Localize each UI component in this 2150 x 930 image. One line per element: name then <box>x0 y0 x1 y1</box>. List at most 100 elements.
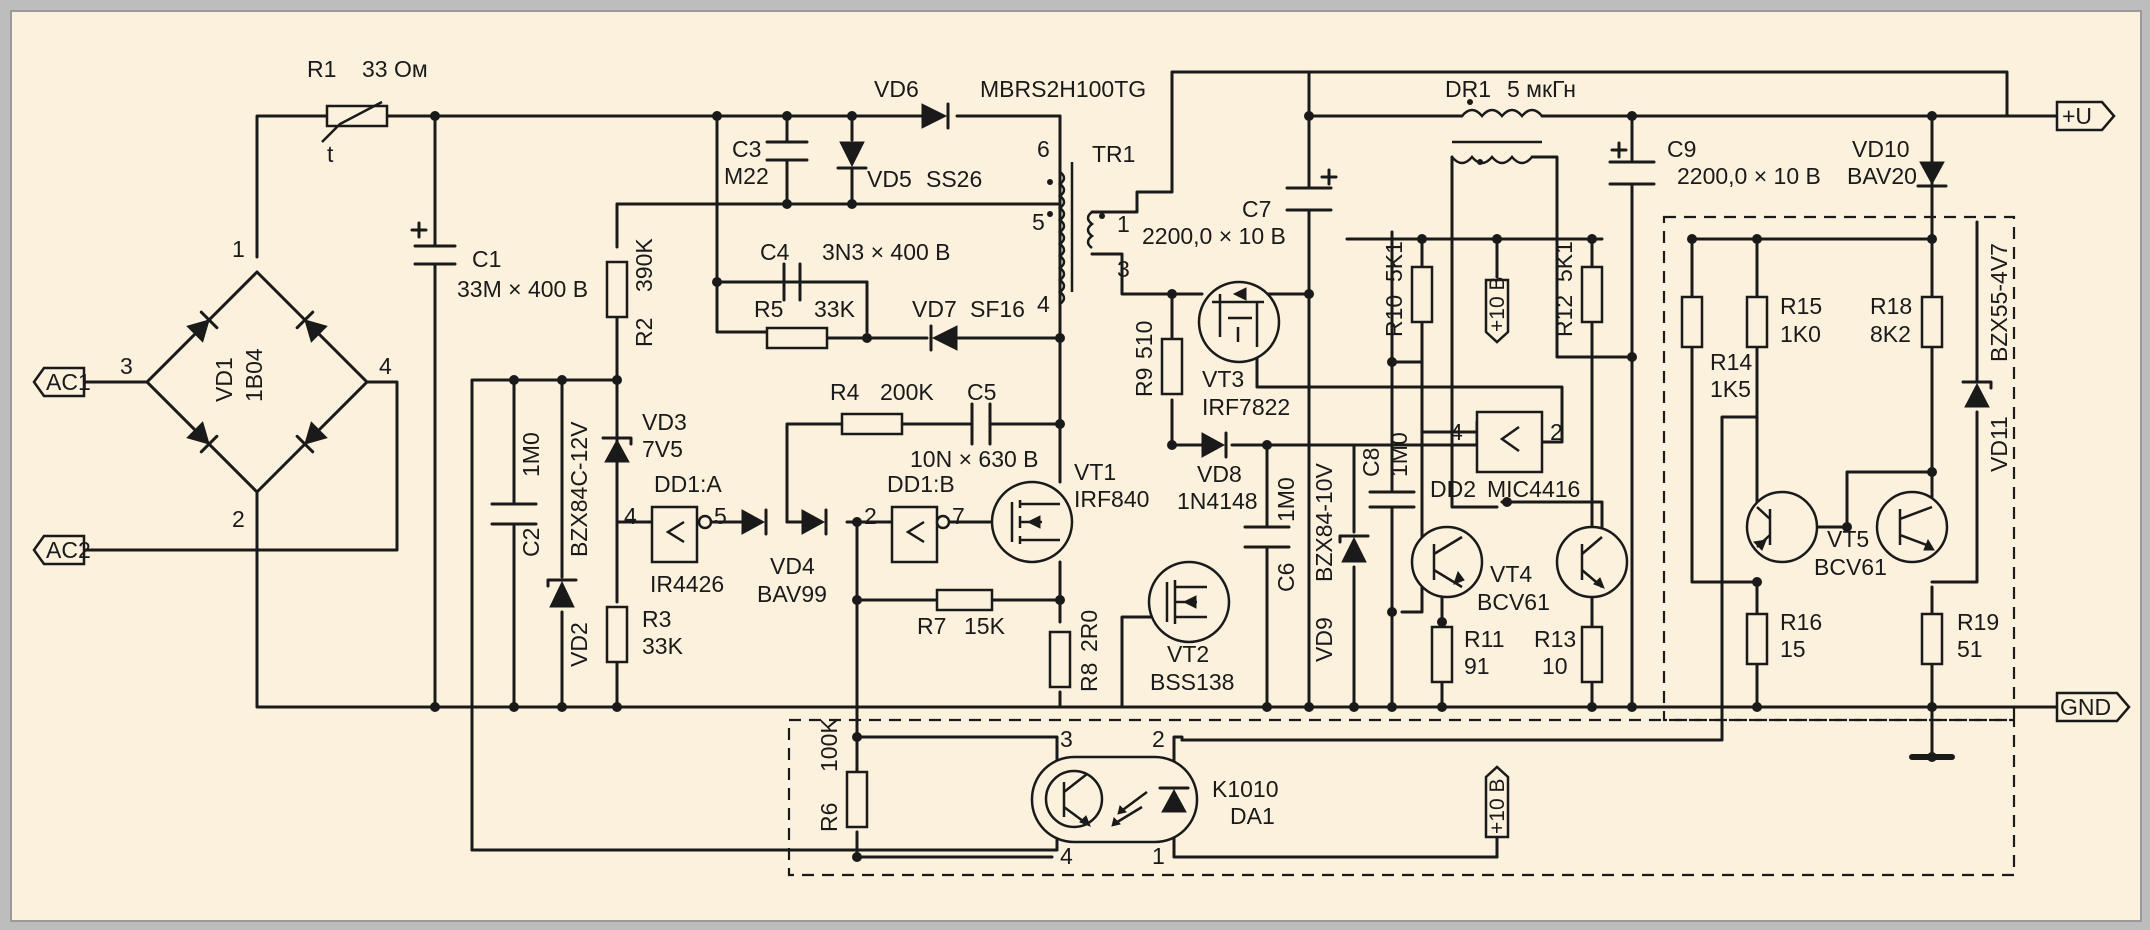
r8-value: 2R0 <box>1076 610 1102 652</box>
r1-thermistor: t R1 33 Ом <box>307 56 428 167</box>
vd1-pin3: 3 <box>120 353 133 379</box>
dr1-ref: DR1 <box>1445 76 1491 102</box>
r15-ref: R15 <box>1780 293 1822 319</box>
c4-ref: C4 <box>760 239 790 265</box>
r4-resistor: R4 200K <box>830 379 934 436</box>
tr1-pin6: 6 <box>1037 136 1050 162</box>
vd5-ref: VD5 <box>867 166 912 192</box>
vt3-value: IRF7822 <box>1202 394 1290 420</box>
c2-value: 1M0 <box>518 432 544 477</box>
dd2-ref: DD2 <box>1430 476 1476 502</box>
c5-value: 10N × 630 B <box>910 446 1039 472</box>
vd2-value: BZX84C-12V <box>566 421 592 557</box>
vd1-ref: VD1 <box>211 357 237 402</box>
r13-ref: R13 <box>1534 626 1576 652</box>
vt1-ref: VT1 <box>1074 459 1116 485</box>
c5-ref: C5 <box>967 379 996 405</box>
c3-value: M22 <box>724 163 769 189</box>
vd1-pin4: 4 <box>379 353 392 379</box>
vd7-value: SF16 <box>970 296 1025 322</box>
tr1-pin3: 3 <box>1117 256 1130 282</box>
plus-u-terminal[interactable]: +U <box>2055 100 2116 132</box>
r2-resistor: 390K R2 <box>605 238 657 347</box>
vd8-ref: VD8 <box>1197 461 1242 487</box>
plus10-bottom-label: +10 B <box>1486 779 1509 834</box>
r7-ref: R7 <box>917 613 946 639</box>
c1-capacitor: C1 33M × 400 B <box>410 221 588 302</box>
tr1-transformer: TR1 6 5 4 1 3 <box>1032 136 1135 317</box>
c1-value: 33M × 400 B <box>457 276 588 302</box>
r12-value: 5K1 <box>1551 241 1577 282</box>
r10-value: 5K1 <box>1381 241 1407 282</box>
vt3-ref: VT3 <box>1202 366 1244 392</box>
dd2-pin4: 4 <box>1450 419 1463 445</box>
dd1b-ref: DD1:B <box>887 471 955 497</box>
plus10-top-tag: +10 B <box>1484 277 1510 344</box>
ac2-terminal[interactable]: AC2 <box>32 534 91 566</box>
tr1-pin1: 1 <box>1117 211 1130 237</box>
dd1a-pin-in: 4 <box>624 503 637 529</box>
dd1b-driver: DD1:B 2 7 <box>864 471 965 564</box>
vd8-diode: VD8 1N4148 <box>1177 431 1258 514</box>
dr1-inductor: DR1 5 мкГн <box>1445 76 1576 165</box>
r12-ref: R12 <box>1551 295 1577 337</box>
vd1-value: 1B04 <box>241 348 267 402</box>
vt4-value: BCV61 <box>1477 589 1550 615</box>
c9-ref: C9 <box>1667 136 1696 162</box>
c6-value: 1M0 <box>1273 477 1299 522</box>
vt1-mosfet: VT1 IRF840 <box>990 459 1149 564</box>
ac1-terminal[interactable]: AC1 <box>32 366 91 398</box>
dd1b-pin-in: 2 <box>864 503 877 529</box>
vt5-value: BCV61 <box>1814 554 1887 580</box>
schematic-frame: t R1 33 Ом C1 33M × 400 B 1 2 3 4 VD1 1B… <box>10 10 2142 922</box>
r19-ref: R19 <box>1957 609 1999 635</box>
r13-resistor: R13 10 <box>1534 625 1604 684</box>
da1-value: K1010 <box>1212 776 1279 802</box>
r6-value: 100K <box>816 718 842 772</box>
r9-ref: R9 <box>1131 368 1157 397</box>
vd11-value: BZX55-4V7 <box>1986 243 2012 362</box>
r3-value: 33K <box>642 633 684 659</box>
c4-capacitor: C4 3N3 × 400 B <box>720 239 951 302</box>
r1-t-mark: t <box>327 141 334 167</box>
c3-capacitor: C3 M22 <box>724 136 809 189</box>
vt2-value: BSS138 <box>1150 669 1234 695</box>
vt1-value: IRF840 <box>1074 486 1149 512</box>
r2-value: 390K <box>631 238 657 292</box>
dd1b-pin-out: 7 <box>952 503 965 529</box>
gnd-label: GND <box>2060 694 2111 720</box>
vd5-diode: VD5 SS26 <box>836 141 982 192</box>
junction-dots <box>430 111 1937 862</box>
r4-ref: R4 <box>830 379 860 405</box>
c6-ref: C6 <box>1273 563 1299 592</box>
r10-resistor: R10 5K1 <box>1381 241 1434 337</box>
vd8-value: 1N4148 <box>1177 488 1258 514</box>
ac1-label: AC1 <box>46 369 91 395</box>
da1-pin2: 2 <box>1152 726 1165 752</box>
sensing-block-outline <box>1662 215 2016 722</box>
c1-ref: C1 <box>472 246 501 272</box>
c8-capacitor: C8 1M0 <box>1358 432 1416 509</box>
tr1-ref: TR1 <box>1092 141 1135 167</box>
r9-value: 510 <box>1131 321 1157 359</box>
vd4-diodes: VD4 BAV99 <box>741 508 828 607</box>
plus10-top-label: +10 B <box>1486 277 1509 332</box>
circuit-diagram: t R1 33 Ом C1 33M × 400 B 1 2 3 4 VD1 1B… <box>32 56 2131 877</box>
gnd-terminal[interactable]: GND <box>2055 691 2131 723</box>
ac2-label: AC2 <box>46 537 91 563</box>
vt5-transistors: VT5 BCV61 <box>1745 490 1949 580</box>
vd2-zener: BZX84C-12V VD2 <box>546 421 592 667</box>
r12-resistor: R12 5K1 <box>1551 241 1604 337</box>
dd1a-ref: DD1:A <box>654 471 722 497</box>
da1-optocoupler: 3 2 4 1 K1010 DA1 <box>1030 726 1279 869</box>
c2-capacitor: C2 1M0 <box>490 432 544 557</box>
vt4-ref: VT4 <box>1490 561 1532 587</box>
c7-capacitor: C7 2200,0 × 10 B <box>1142 168 1338 249</box>
r13-value: 10 <box>1542 653 1568 679</box>
vd2-ref: VD2 <box>566 622 592 667</box>
c8-value: 1M0 <box>1386 432 1412 477</box>
r14-resistor: R14 1K5 <box>1680 295 1752 402</box>
c8-ref: C8 <box>1358 448 1384 477</box>
c9-value: 2200,0 × 10 B <box>1677 163 1821 189</box>
vd10-diode: VD10 BAV20 <box>1847 136 1948 189</box>
